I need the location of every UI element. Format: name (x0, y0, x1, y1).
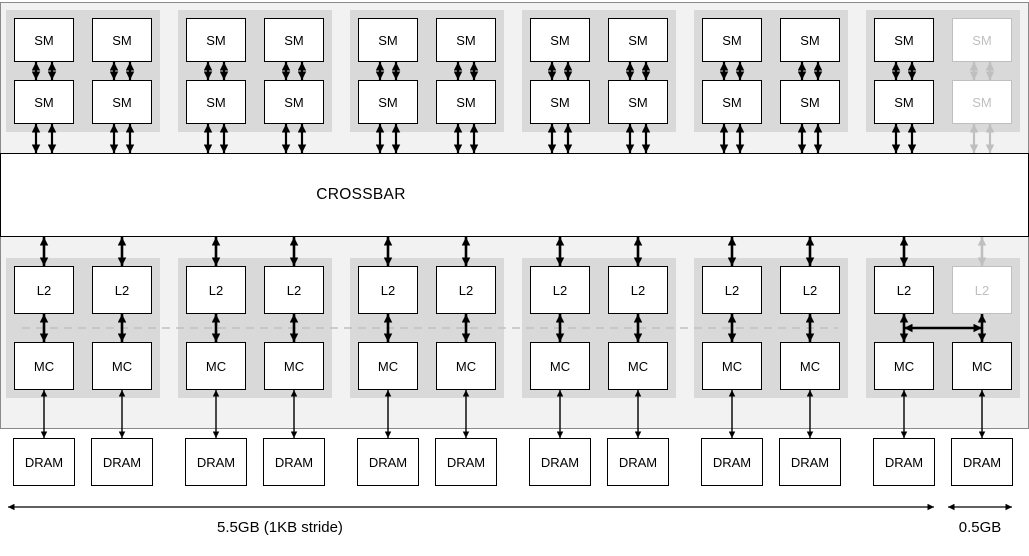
dram-box: DRAM (185, 438, 247, 486)
sm-box: SM (92, 18, 152, 62)
crossbar: CROSSBAR (0, 153, 1029, 237)
mc-box: MC (608, 342, 668, 390)
l2-box: L2 (702, 266, 762, 314)
sm-box: SM (186, 18, 246, 62)
mc-box: MC (780, 342, 840, 390)
dram-box: DRAM (13, 438, 75, 486)
sm-box: SM (14, 18, 74, 62)
sm-box: SM (186, 80, 246, 124)
sm-box: SM (780, 18, 840, 62)
l2-box: L2 (608, 266, 668, 314)
dram-box: DRAM (873, 438, 935, 486)
sm-box: SM (874, 18, 934, 62)
sm-box: SM (264, 80, 324, 124)
l2-box: L2 (530, 266, 590, 314)
dram-box: DRAM (435, 438, 497, 486)
l2-box: L2 (358, 266, 418, 314)
sm-box: SM (608, 80, 668, 124)
sm-box: SM (358, 80, 418, 124)
mc-box: MC (530, 342, 590, 390)
sm-box: SM (780, 80, 840, 124)
sm-box: SM (608, 18, 668, 62)
sm-box: SM (874, 80, 934, 124)
sm-box: SM (952, 80, 1012, 124)
dram-box: DRAM (529, 438, 591, 486)
l2-box: L2 (780, 266, 840, 314)
l2-box: L2 (952, 266, 1012, 314)
dram-box: DRAM (779, 438, 841, 486)
sm-box: SM (702, 80, 762, 124)
crossbar-label: CROSSBAR (316, 186, 406, 203)
large-memory-range-label: 5.5GB (1KB stride) (217, 519, 343, 536)
mc-box: MC (264, 342, 324, 390)
mc-box: MC (14, 342, 74, 390)
small-memory-range-label: 0.5GB (958, 519, 1002, 536)
dram-box: DRAM (357, 438, 419, 486)
mc-box: MC (186, 342, 246, 390)
sm-box: SM (702, 18, 762, 62)
mc-box: MC (358, 342, 418, 390)
l2-box: L2 (14, 266, 74, 314)
mc-box: MC (952, 342, 1012, 390)
l2-box: L2 (92, 266, 152, 314)
sm-box: SM (530, 80, 590, 124)
sm-box: SM (14, 80, 74, 124)
sm-box: SM (358, 18, 418, 62)
l2-box: L2 (436, 266, 496, 314)
dram-box: DRAM (91, 438, 153, 486)
dram-box: DRAM (263, 438, 325, 486)
dram-box: DRAM (951, 438, 1013, 486)
sm-box: SM (530, 18, 590, 62)
mc-box: MC (436, 342, 496, 390)
sm-box: SM (264, 18, 324, 62)
l2-box: L2 (874, 266, 934, 314)
sm-box: SM (952, 18, 1012, 62)
l2-box: L2 (264, 266, 324, 314)
mc-box: MC (874, 342, 934, 390)
sm-box: SM (436, 80, 496, 124)
sm-box: SM (436, 18, 496, 62)
sm-box: SM (92, 80, 152, 124)
mc-box: MC (702, 342, 762, 390)
mc-box: MC (92, 342, 152, 390)
dram-box: DRAM (607, 438, 669, 486)
dram-box: DRAM (701, 438, 763, 486)
l2-box: L2 (186, 266, 246, 314)
